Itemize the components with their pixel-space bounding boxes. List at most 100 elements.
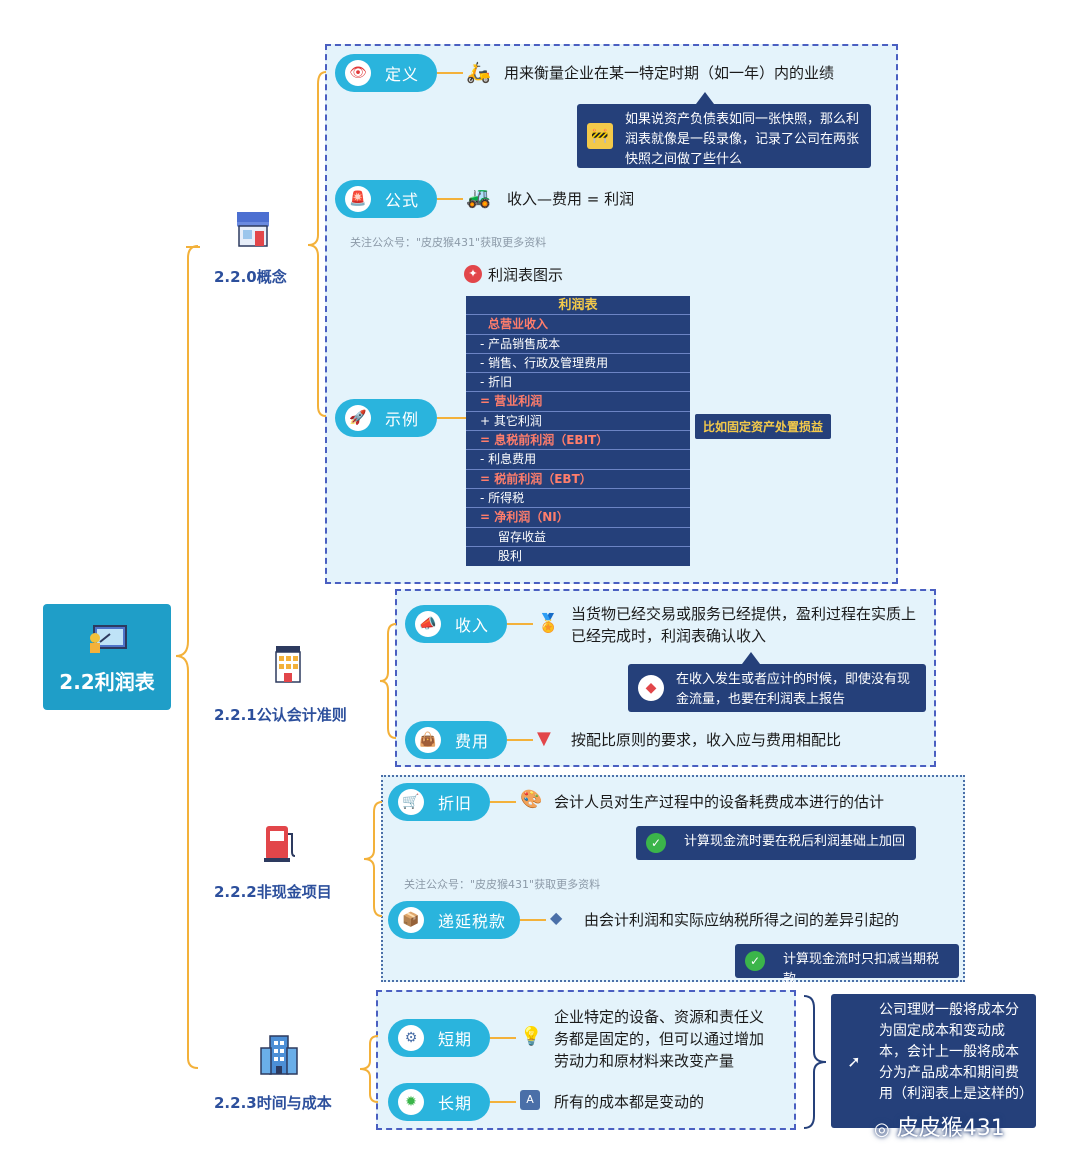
- depreciation-pill-label: 折旧: [438, 794, 473, 813]
- diamond-icon: ◆: [638, 675, 664, 701]
- depreciation-pill[interactable]: 🛒 折旧: [388, 783, 490, 821]
- formula-connector: [437, 198, 463, 200]
- income-pill[interactable]: 📣 收入: [405, 605, 507, 643]
- alarm-icon: 🚨: [345, 186, 371, 212]
- box-icon: 📦: [398, 907, 424, 933]
- definition-note-text: 如果说资产负债表如同一张快照，那么利润表就像是一段录像，记录了公司在两张快照之间…: [625, 112, 860, 167]
- translate-icon: A: [520, 1090, 540, 1110]
- income-text: 当货物已经交易或服务已经提供，盈利过程在实质上已经完成时，利润表确认收入: [571, 605, 917, 645]
- noncash-bracket: [363, 801, 383, 917]
- table-row: 留存收益: [466, 528, 690, 547]
- definition-note: 🚧 如果说资产负债表如同一张快照，那么利润表就像是一段录像，记录了公司在两张快照…: [577, 104, 871, 168]
- short-term-text: 企业特定的设备、资源和责任义务都是固定的，但可以通过增加劳动力和原材料来改变产量: [554, 1008, 765, 1070]
- deferred-tax-pill[interactable]: 📦 递延税款: [388, 901, 520, 939]
- long-term-text: 所有的成本都是变动的: [554, 1093, 705, 1111]
- definition-text: 用来衡量企业在某一特定时期（如一年）内的业绩: [504, 64, 835, 82]
- check-circle-icon: ✓: [745, 951, 765, 971]
- palette-icon: 🎨: [520, 789, 543, 810]
- table-row: = 税前利润（EBT）: [466, 470, 690, 489]
- example-pill[interactable]: 🚀 示例: [335, 399, 437, 437]
- definition-pill-label: 定义: [385, 65, 420, 84]
- long-connector: [490, 1101, 516, 1103]
- brand-text: 皮皮猴431: [896, 1116, 1005, 1141]
- office-building-icon: [258, 1032, 298, 1075]
- table-header: 利润表: [466, 296, 690, 316]
- presentation-icon: [86, 624, 128, 654]
- noncash-watermark: 关注公众号："皮皮猴431"获取更多资料: [404, 878, 601, 891]
- table-row: - 销售、行政及管理费用: [466, 354, 690, 374]
- concept-watermark: 关注公众号："皮皮猴431"获取更多资料: [350, 236, 547, 249]
- long-term-pill[interactable]: ✹ 长期: [388, 1083, 490, 1121]
- table-row: 总营业收入: [466, 315, 690, 335]
- table-row: + 其它利润: [466, 412, 690, 432]
- table-row: = 净利润（NI）: [466, 508, 690, 528]
- hotel-icon: [268, 644, 308, 684]
- income-note: ◆ 在收入发生或者应计的时候，即使没有现金流量，也要在利润表上报告: [628, 664, 926, 712]
- branch-label-principles: 2.2.1公认会计准则: [214, 706, 347, 724]
- table-row: - 利息费用: [466, 450, 690, 470]
- depreciation-text: 会计人员对生产过程中的设备耗费成本进行的估计: [554, 793, 885, 811]
- scooter-icon: 🛵: [466, 60, 491, 84]
- fuel-pump-icon: [260, 822, 300, 862]
- concept-connector: [186, 246, 200, 248]
- table-row: 股利: [498, 548, 523, 563]
- store-icon: [233, 208, 273, 248]
- example-title: 利润表图示: [488, 266, 564, 284]
- root-label: 2.2利润表: [59, 670, 155, 694]
- concept-bracket: [307, 71, 327, 417]
- rocket-icon: 🚀: [345, 405, 371, 431]
- check-circle-icon: ✓: [646, 833, 666, 853]
- barrier-icon: 🚧: [587, 123, 613, 149]
- table-row: - 产品销售成本: [466, 335, 690, 354]
- short-connector: [490, 1037, 516, 1039]
- expense-pill[interactable]: 👜 费用: [405, 721, 507, 759]
- income-note-text: 在收入发生或者应计的时候，即使没有现金流量，也要在利润表上报告: [676, 672, 911, 707]
- cart-icon: 🛒: [398, 789, 424, 815]
- definition-pill[interactable]: 👁 定义: [335, 54, 437, 92]
- wechat-icon: ◎: [874, 1119, 890, 1140]
- income-note-tail: [742, 652, 760, 664]
- table-row: - 所得税: [466, 489, 690, 509]
- gears-icon: ⚙: [398, 1025, 424, 1051]
- formula-text: 收入—费用 = 利润: [507, 190, 635, 208]
- depreciation-note: ✓ 计算现金流时要在税后利润基础上加回: [636, 826, 916, 860]
- deferred-note: ✓ 计算现金流时只扣减当期税款: [735, 944, 959, 987]
- definition-note-tail: [696, 92, 714, 104]
- expense-pill-label: 费用: [455, 732, 490, 751]
- table-row: - 折旧: [466, 373, 690, 393]
- income-pill-label: 收入: [455, 616, 490, 635]
- side-tag: 比如固定资产处置损益: [695, 414, 832, 439]
- summary-note-text: 公司理财一般将成本分为固定成本和变动成本，会计上一般将成本分为产品成本和期间费用…: [879, 1002, 1033, 1102]
- gear-icon: ✹: [398, 1089, 424, 1115]
- long-term-pill-label: 长期: [438, 1094, 473, 1113]
- medal-icon: 🏅: [537, 613, 560, 634]
- deferred-text: 由会计利润和实际应纳税所得之间的差异引起的: [584, 911, 900, 929]
- deferred-tax-pill-label: 递延税款: [438, 912, 507, 931]
- eye-icon: 👁: [345, 60, 371, 86]
- pin-icon: ✦: [464, 265, 482, 283]
- branch-label-concept: 2.2.0概念: [214, 268, 287, 286]
- short-term-pill[interactable]: ⚙ 短期: [388, 1019, 490, 1057]
- income-statement-table: 利润表 总营业收入 - 产品销售成本 - 销售、行政及管理费用 - 折旧 = 营…: [466, 296, 690, 567]
- table-row: = 营业利润: [466, 392, 690, 412]
- eraser-icon: ◆: [550, 908, 563, 927]
- deferred-note-text: 计算现金流时只扣减当期税款: [783, 952, 940, 987]
- deferred-connector: [520, 919, 546, 921]
- definition-connector: [437, 72, 463, 74]
- expense-connector: [507, 739, 533, 741]
- table-row: = 息税前利润（EBIT）: [466, 431, 690, 451]
- income-connector: [507, 623, 533, 625]
- formula-pill[interactable]: 🚨 公式: [335, 180, 437, 218]
- cursor-icon: ➚: [847, 1051, 861, 1071]
- example-pill-label: 示例: [385, 410, 420, 429]
- summary-note: ➚ 公司理财一般将成本分为固定成本和变动成本，会计上一般将成本分为产品成本和期间…: [831, 994, 1036, 1128]
- time-bracket: [359, 1035, 379, 1103]
- main-bracket: [175, 245, 199, 1069]
- megaphone-icon: 📣: [415, 611, 441, 637]
- summary-bracket: [803, 995, 827, 1129]
- short-term-pill-label: 短期: [438, 1030, 473, 1049]
- depreciation-connector: [490, 801, 516, 803]
- filter-icon: ▼: [537, 728, 551, 749]
- formula-pill-label: 公式: [385, 191, 420, 210]
- root-node[interactable]: 2.2利润表: [43, 604, 171, 710]
